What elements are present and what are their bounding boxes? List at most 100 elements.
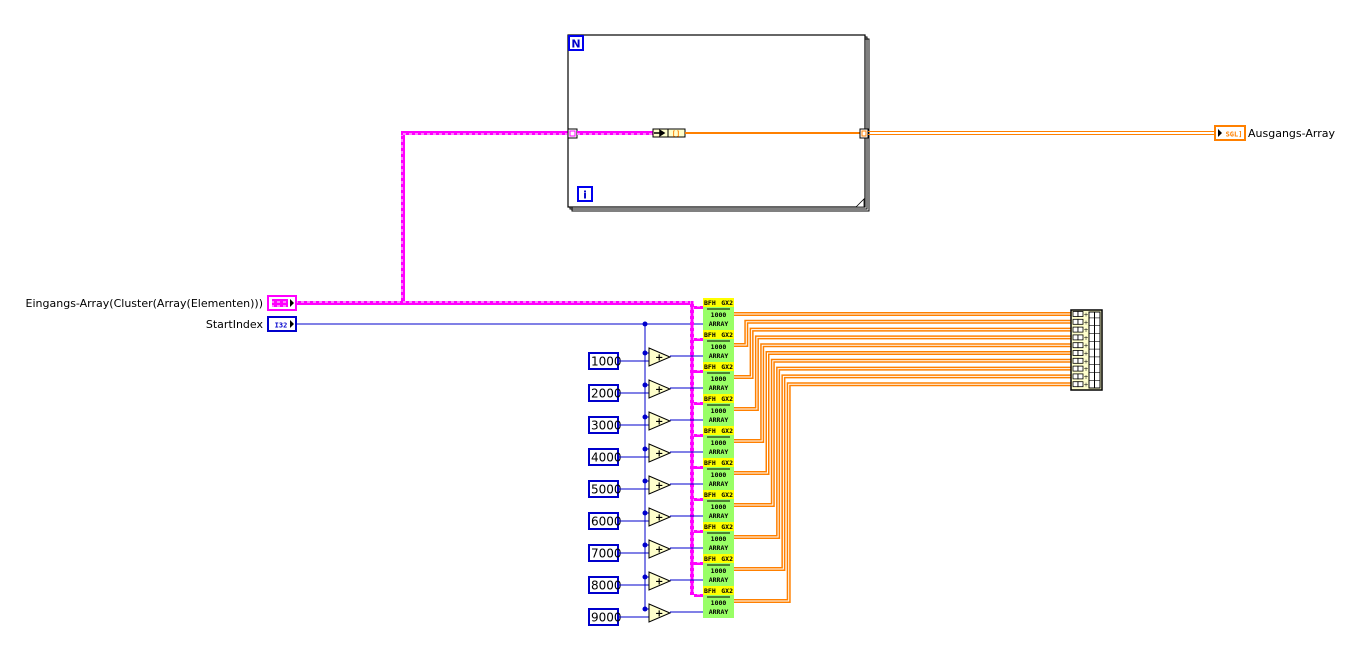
numeric-constant[interactable]: 7000 (588, 544, 622, 562)
array-wire-to-indicator[interactable] (868, 131, 1215, 135)
subvi-header-right: GX2 (721, 523, 733, 531)
numeric-constant[interactable]: 6000 (588, 512, 622, 530)
add-node[interactable]: + (648, 379, 672, 399)
array-output-wire[interactable] (734, 319, 1071, 347)
subvi-line2: ARRAY (709, 544, 729, 552)
startindex-control[interactable]: I32 (267, 316, 297, 332)
numeric-constant[interactable]: 5000 (588, 480, 622, 498)
array-output-wire[interactable] (734, 366, 1071, 539)
numeric-constant[interactable]: 2000 (588, 384, 622, 402)
svg-text:+: + (1083, 327, 1088, 334)
array-output-wire[interactable] (734, 374, 1071, 571)
svg-text:+: + (1083, 366, 1088, 373)
build-array-input[interactable]: + (1072, 326, 1089, 334)
subvi-line1: 1000 (711, 407, 727, 415)
add-node[interactable]: + (648, 571, 672, 591)
subvi-header-left: BFH (704, 555, 716, 563)
add-symbol: + (655, 577, 663, 588)
add-symbol: + (655, 449, 663, 460)
numeric-constant[interactable]: 8000 (588, 576, 622, 594)
array-output-wire[interactable] (734, 327, 1071, 379)
loop-count-terminal[interactable]: N (568, 35, 584, 51)
loop-output-tunnel[interactable] (859, 128, 869, 139)
constant-value: 1000 (591, 355, 622, 369)
add-node[interactable]: + (648, 411, 672, 431)
cluster-wire-to-loop[interactable] (401, 131, 568, 304)
cluster-wire-stub[interactable] (694, 402, 703, 405)
constant-value: 6000 (591, 515, 622, 529)
count-terminal-label: N (571, 38, 580, 51)
add-node[interactable]: + (648, 507, 672, 527)
iteration-terminal[interactable]: i (577, 186, 593, 202)
array-output-wire[interactable] (734, 351, 1071, 475)
build-array-input[interactable]: + (1072, 381, 1089, 389)
cluster-wire-stub[interactable] (694, 498, 703, 501)
build-array-input[interactable]: + (1072, 357, 1089, 365)
add-node[interactable]: + (648, 475, 672, 495)
numeric-constant[interactable]: 3000 (588, 416, 622, 434)
cluster-wire-stub[interactable] (694, 370, 703, 373)
cluster-wire-stub[interactable] (694, 434, 703, 437)
add-symbol: + (655, 513, 663, 524)
subvi-line1: 1000 (711, 375, 727, 383)
control-label-input-array: Eingangs-Array(Cluster(Array(Elementen))… (26, 297, 263, 310)
build-array-input[interactable]: + (1072, 350, 1089, 358)
indicator-arrow-icon (1218, 129, 1222, 137)
subvi-line1: 1000 (711, 599, 727, 607)
cluster-wire-main[interactable] (297, 301, 691, 305)
cluster-wire-stub[interactable] (694, 466, 703, 469)
svg-text:+: + (1083, 374, 1088, 381)
subvi-line1: 1000 (711, 439, 727, 447)
array-output-wire[interactable] (734, 382, 1071, 603)
cluster-wire-stub[interactable] (694, 594, 703, 597)
subvi-line1: 1000 (711, 535, 727, 543)
add-node[interactable]: + (648, 539, 672, 559)
cluster-wire-stub[interactable] (694, 562, 703, 565)
for-loop[interactable] (567, 34, 870, 212)
cluster-bus[interactable] (690, 301, 694, 595)
add-node[interactable]: + (648, 347, 672, 367)
loop-resize-corner (855, 198, 865, 208)
array-output-wire[interactable] (734, 335, 1071, 411)
build-array-input[interactable]: + (1072, 365, 1089, 373)
numeric-constant[interactable]: 4000 (588, 448, 622, 466)
add-node[interactable]: + (648, 443, 672, 463)
cluster-wire-inside-loop[interactable] (577, 131, 653, 135)
cluster-wire-stub[interactable] (694, 338, 703, 341)
output-indicator[interactable]: SGL] (1214, 125, 1246, 141)
array-output-wire[interactable] (734, 343, 1071, 443)
build-array-input[interactable]: + (1072, 334, 1089, 342)
subvi-line2: ARRAY (709, 512, 729, 520)
cluster-wire-stub[interactable] (694, 530, 703, 533)
build-array-node[interactable]: ++++++++++ (1070, 309, 1103, 391)
input-array-control[interactable] (267, 295, 297, 311)
add-node[interactable]: + (648, 603, 672, 623)
svg-text:+: + (1083, 312, 1088, 319)
subvi-header-left: BFH (704, 331, 716, 339)
array-output-wire[interactable] (734, 358, 1071, 507)
subvi-header-left: BFH (704, 363, 716, 371)
build-array-input[interactable]: + (1072, 373, 1089, 381)
build-array-input[interactable]: + (1072, 318, 1089, 326)
numeric-constant[interactable]: 9000 (588, 608, 622, 626)
convert-node[interactable]: [] (652, 128, 686, 138)
subvi-line2: ARRAY (709, 448, 729, 456)
add-symbol: + (655, 609, 663, 620)
cluster-wire-stub[interactable] (694, 306, 703, 309)
build-array-input[interactable]: + (1072, 342, 1089, 350)
numeric-constant[interactable]: 1000 (588, 352, 622, 370)
build-array-input[interactable]: + (1072, 311, 1089, 319)
loop-input-tunnel[interactable] (567, 128, 578, 139)
constant-value: 8000 (591, 579, 622, 593)
